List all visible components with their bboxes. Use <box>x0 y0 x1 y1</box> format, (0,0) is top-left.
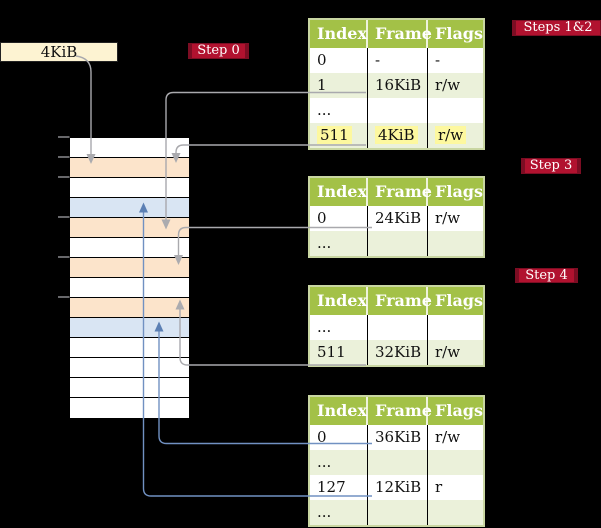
cell-flags <box>428 315 483 340</box>
table-header-row: Index Frame Flags <box>310 287 483 315</box>
column-header-frame: Frame <box>368 287 432 315</box>
column-header-flags: Flags <box>435 24 483 43</box>
cell-flags: r/w <box>435 428 461 446</box>
table-row: 1 16KiB r/w <box>310 73 483 98</box>
highlight: 511 <box>317 126 352 144</box>
cell-flags: - <box>435 51 441 69</box>
cell-index: ... <box>310 450 368 475</box>
cell-frame: 36KiB <box>368 425 428 450</box>
cell-index: 0 <box>310 206 368 231</box>
cell-index: ... <box>310 500 368 525</box>
cell-index: 1 <box>310 73 368 98</box>
column-header-flags: Flags <box>435 182 483 201</box>
cell-flags: r/w <box>435 76 461 94</box>
table-row: 0 - - <box>310 48 483 73</box>
column-header-frame: Frame <box>368 397 432 425</box>
memory-row <box>70 198 189 218</box>
badge-step-4: Step 4 <box>515 268 578 283</box>
column-header-flags: Flags <box>435 401 483 420</box>
cell-index: 511 <box>310 340 368 365</box>
cell-frame <box>368 500 428 525</box>
cell-flags: r/w <box>435 209 461 227</box>
page-table-2: Index Frame Flags 0 24KiB r/w ... <box>308 176 485 258</box>
cell-index: ... <box>310 315 368 340</box>
table-row: ... <box>310 315 483 340</box>
table-header-row: Index Frame Flags <box>310 397 483 425</box>
cell-index: ... <box>310 98 368 123</box>
memory-column <box>69 137 190 419</box>
cell-frame: 16KiB <box>368 73 428 98</box>
table-row: 511 32KiB r/w <box>310 340 483 365</box>
memory-row <box>70 358 189 378</box>
cell-flags: r/w <box>435 343 461 361</box>
memory-tick-marks <box>58 136 70 298</box>
cell-frame: 24KiB <box>368 206 428 231</box>
cell-frame <box>368 98 428 123</box>
memory-row <box>70 278 189 298</box>
badge-step-0: Step 0 <box>188 43 249 59</box>
column-header-frame: Frame <box>368 20 432 48</box>
table-row: ... <box>310 500 483 525</box>
column-header-index: Index <box>310 287 368 315</box>
cell-flags <box>428 450 483 475</box>
column-header-index: Index <box>310 20 368 48</box>
memory-row <box>70 298 189 318</box>
cell-flags <box>428 500 483 525</box>
memory-row <box>70 398 189 417</box>
cell-frame: 12KiB <box>368 475 428 500</box>
page-table-1: Index Frame Flags 0 - - 1 16KiB r/w ... … <box>308 18 485 150</box>
memory-row <box>70 138 189 158</box>
cell-index: 0 <box>310 425 368 450</box>
page-table-4: Index Frame Flags 0 36KiB r/w ... 127 12… <box>308 395 485 527</box>
memory-row <box>70 178 189 198</box>
memory-row <box>70 238 189 258</box>
table-row: 0 36KiB r/w <box>310 425 483 450</box>
cell-index: ... <box>310 231 368 256</box>
cell-frame <box>368 315 428 340</box>
table-row: ... <box>310 450 483 475</box>
cell-flags: r <box>435 478 443 496</box>
frame-size-label: 4KiB <box>0 42 118 62</box>
table-header-row: Index Frame Flags <box>310 178 483 206</box>
badge-steps-1-2: Steps 1&2 <box>512 20 601 36</box>
cell-flags <box>428 231 483 256</box>
column-header-frame: Frame <box>368 178 432 206</box>
table-row: ... <box>310 98 483 123</box>
badge-step-3: Step 3 <box>521 158 581 174</box>
table-row: ... <box>310 231 483 256</box>
memory-row <box>70 258 189 278</box>
cell-frame: 32KiB <box>368 340 428 365</box>
memory-row <box>70 218 189 238</box>
cell-index: 0 <box>310 48 368 73</box>
highlight: r/w <box>435 126 467 144</box>
table-row: 0 24KiB r/w <box>310 206 483 231</box>
memory-row <box>70 338 189 358</box>
table-row: 127 12KiB r <box>310 475 483 500</box>
cell-flags <box>428 98 483 123</box>
cell-frame <box>368 450 428 475</box>
highlight: 4KiB <box>375 126 418 144</box>
table-row-highlighted: 511 4KiB r/w <box>310 123 483 148</box>
column-header-flags: Flags <box>435 291 483 310</box>
cell-frame: - <box>368 48 428 73</box>
column-header-index: Index <box>310 397 368 425</box>
page-table-3: Index Frame Flags ... 511 32KiB r/w <box>308 285 485 367</box>
table-header-row: Index Frame Flags <box>310 20 483 48</box>
memory-row <box>70 158 189 178</box>
memory-row <box>70 378 189 398</box>
memory-row <box>70 318 189 338</box>
cell-index: 127 <box>310 475 368 500</box>
cell-index: 511 <box>310 123 368 148</box>
cell-flags: r/w <box>428 123 483 148</box>
cell-frame <box>368 231 428 256</box>
cell-frame: 4KiB <box>368 123 428 148</box>
column-header-index: Index <box>310 178 368 206</box>
